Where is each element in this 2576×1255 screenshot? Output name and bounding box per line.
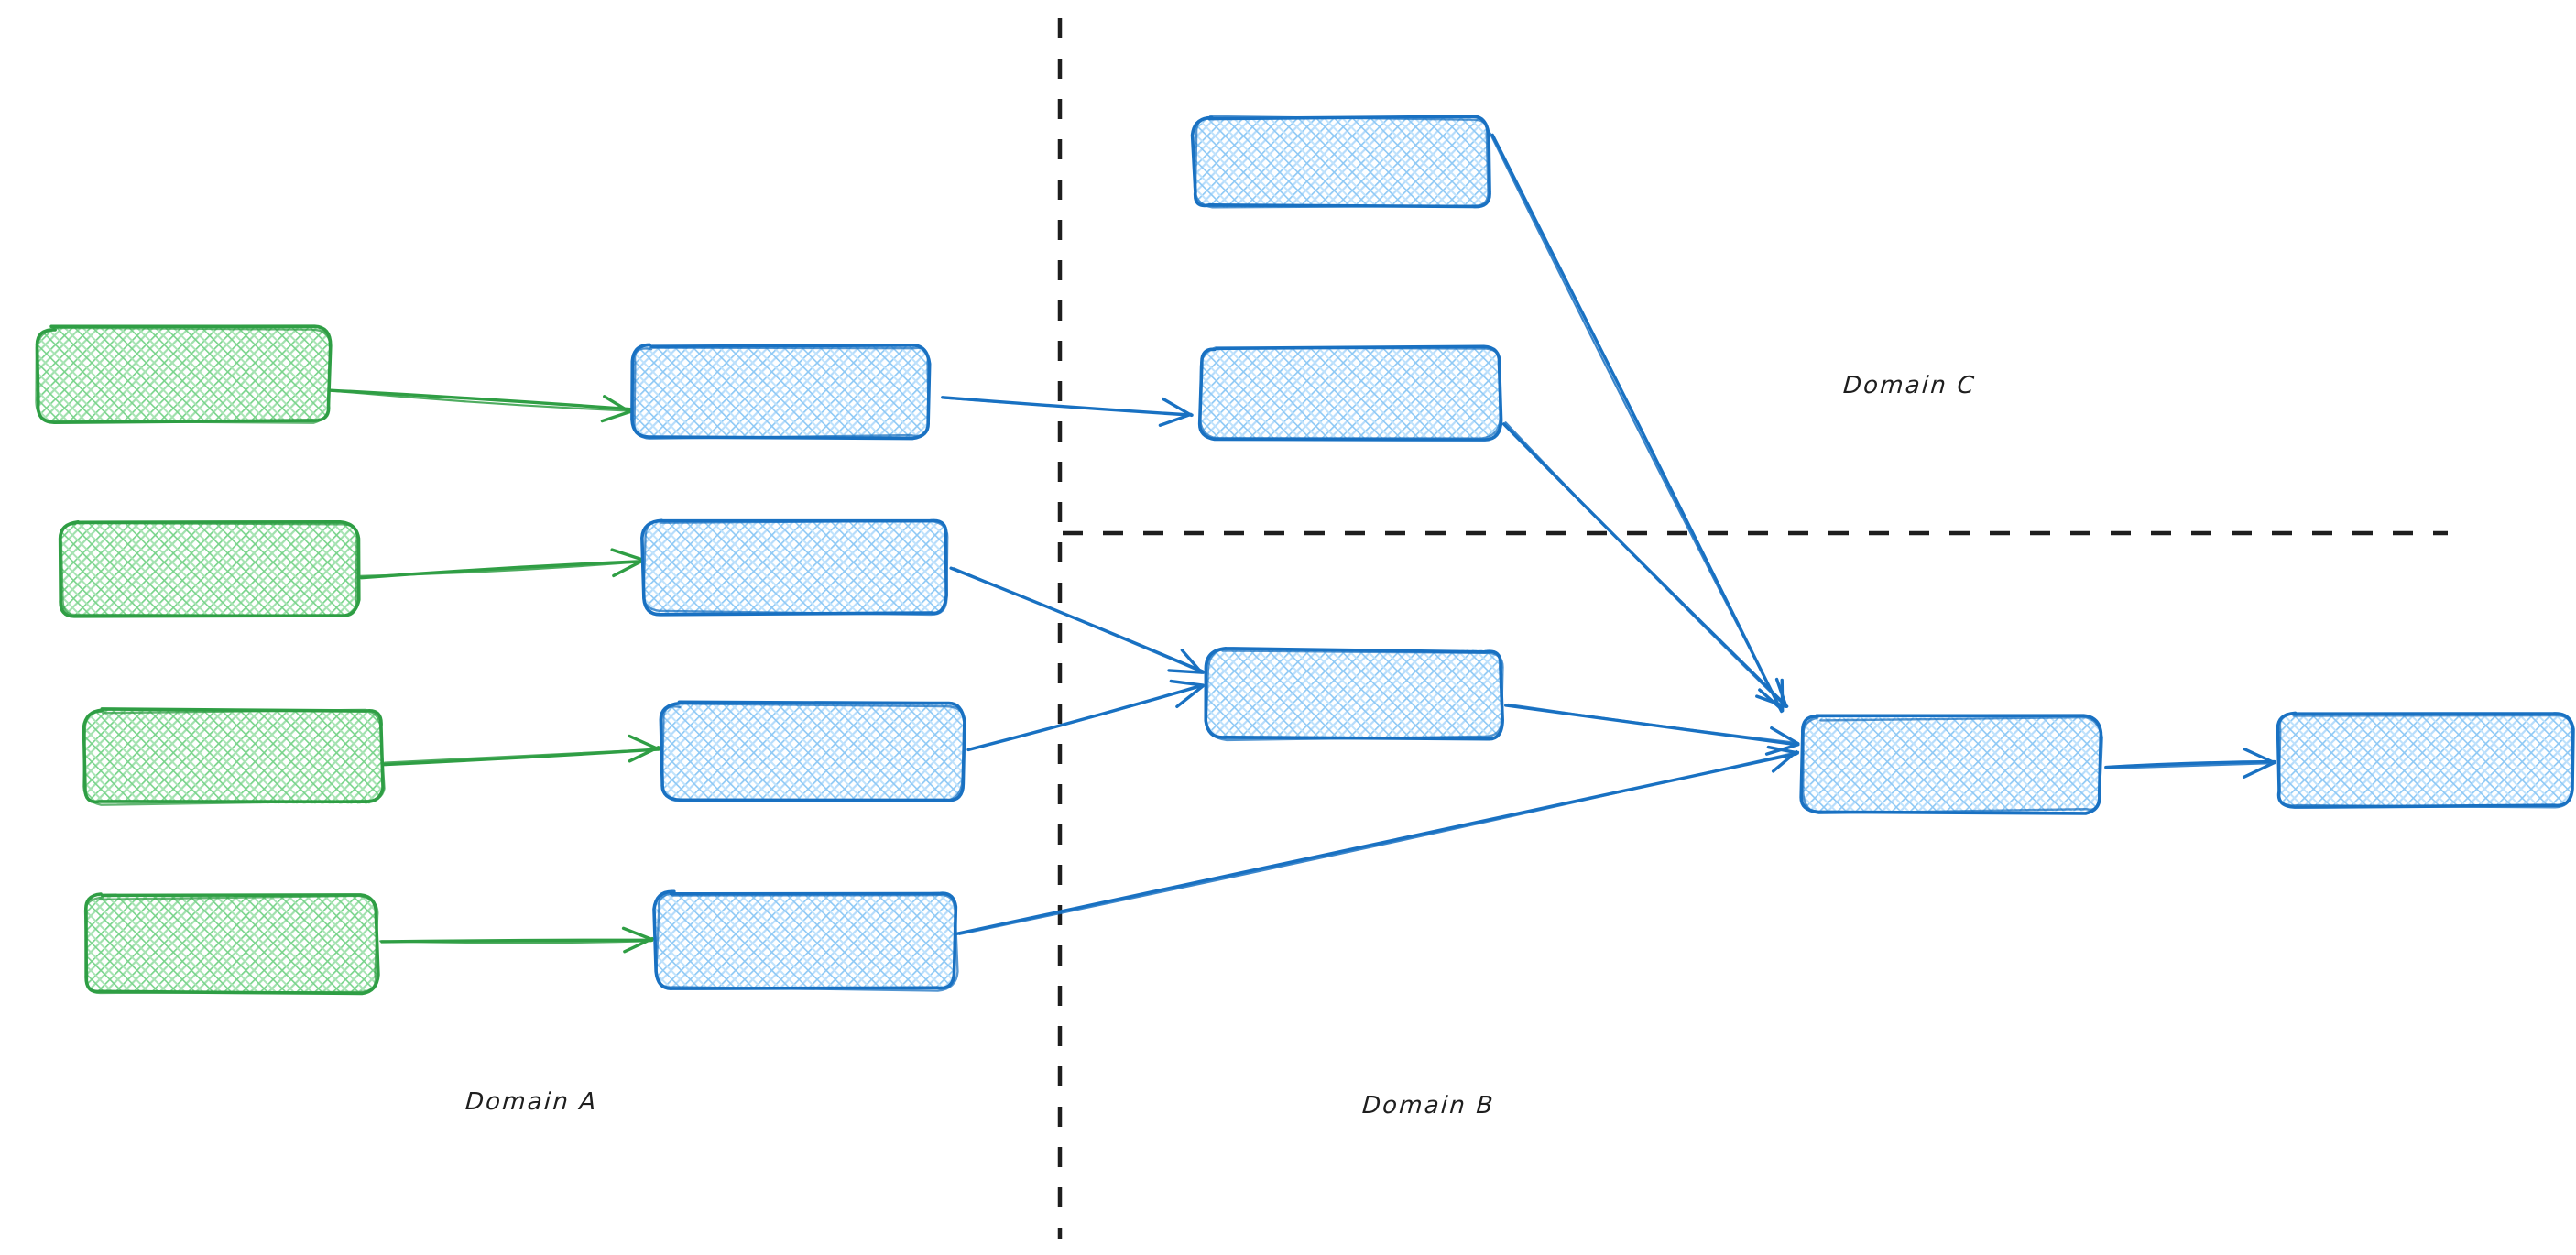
edge-a3-to-b3 xyxy=(381,734,660,767)
node-a2[interactable] xyxy=(58,519,361,618)
node-a3[interactable] xyxy=(82,707,386,806)
edge-b3-to-m1 xyxy=(966,679,1205,752)
edge-m1-to-r1 xyxy=(1504,703,1800,756)
edges-layer xyxy=(328,132,2276,954)
domain-c-label: Domain C xyxy=(1841,372,1977,399)
node-c2[interactable] xyxy=(1197,344,1503,442)
node-b3[interactable] xyxy=(659,700,966,802)
node-a4[interactable] xyxy=(83,892,380,996)
node-b4[interactable] xyxy=(652,889,959,992)
domain-a-label: Domain A xyxy=(464,1088,599,1116)
edge-c2-to-r1 xyxy=(1501,421,1789,708)
node-r2[interactable] xyxy=(2276,711,2575,809)
edge-b4-to-r1 xyxy=(955,745,1800,936)
node-b2[interactable] xyxy=(640,518,949,617)
nodes-layer xyxy=(35,115,2575,996)
dividers-layer xyxy=(1057,18,2448,1239)
edge-c1-to-r1 xyxy=(1489,132,1785,714)
edge-a2-to-b2 xyxy=(359,548,643,580)
node-m1[interactable] xyxy=(1204,647,1504,742)
edge-a4-to-b4 xyxy=(379,926,654,954)
edge-b2-to-m1 xyxy=(949,566,1205,674)
edge-a1-to-b1 xyxy=(328,388,633,423)
domain-b-label: Domain B xyxy=(1360,1092,1496,1119)
edge-b1-to-c2 xyxy=(941,396,1194,427)
node-c1[interactable] xyxy=(1190,115,1491,209)
node-b1[interactable] xyxy=(630,343,932,441)
edge-r1-to-r2 xyxy=(2104,748,2276,779)
node-a1[interactable] xyxy=(35,324,333,425)
node-r1[interactable] xyxy=(1799,714,2103,815)
